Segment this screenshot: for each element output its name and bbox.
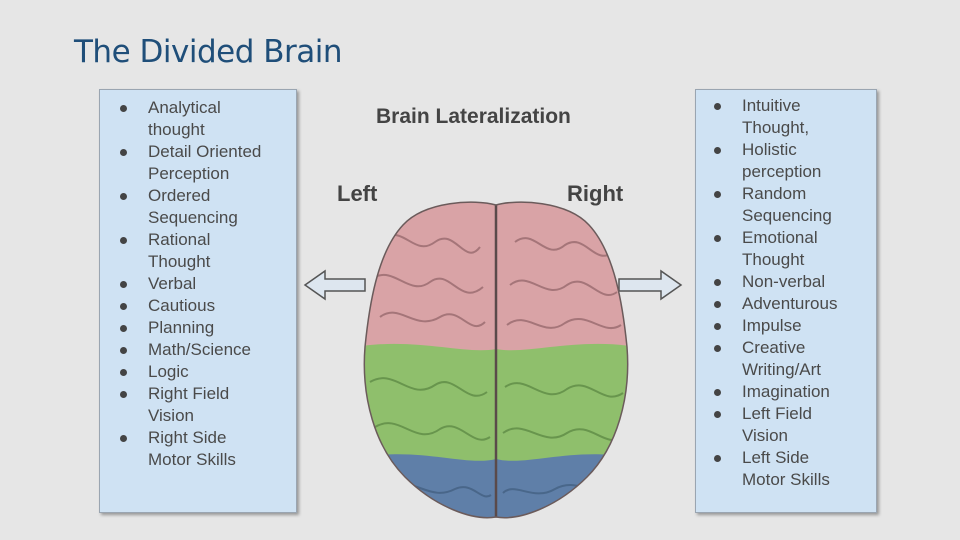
- bullet-icon: [120, 325, 127, 332]
- bullet-icon: [120, 281, 127, 288]
- list-item-text: Cautious: [148, 296, 216, 315]
- list-item-text: Thought: [742, 250, 805, 269]
- list-item-text: Analytical: [148, 98, 221, 117]
- list-item-text: thought: [148, 120, 205, 139]
- list-item-text: Right Side: [148, 428, 227, 447]
- list-item-text: Imagination: [742, 382, 830, 401]
- bullet-icon: [120, 391, 127, 398]
- list-item-text: Thought,: [742, 118, 810, 137]
- list-item-text: Impulse: [742, 316, 802, 335]
- left-arrow-icon: [303, 269, 366, 301]
- list-item-text: Vision: [148, 406, 194, 425]
- list-item: Math/Science: [120, 339, 296, 361]
- list-item-text: Math/Science: [148, 340, 251, 359]
- bullet-icon: [714, 301, 721, 308]
- list-item-text: Sequencing: [742, 206, 832, 225]
- diagram-title: Brain Lateralization: [376, 105, 571, 128]
- bullet-icon: [120, 105, 127, 112]
- list-item-text: Non-verbal: [742, 272, 826, 291]
- list-item: Non-verbal: [714, 271, 876, 293]
- list-item: Planning: [120, 317, 296, 339]
- list-item-text: Holistic: [742, 140, 797, 159]
- bullet-icon: [714, 103, 721, 110]
- bullet-icon: [714, 389, 721, 396]
- list-item: Logic: [120, 361, 296, 383]
- list-item-text: Rational: [148, 230, 211, 249]
- list-item: Cautious: [120, 295, 296, 317]
- bullet-icon: [714, 411, 721, 418]
- list-item-text: Perception: [148, 164, 230, 183]
- bullet-icon: [714, 323, 721, 330]
- bullet-icon: [120, 237, 127, 244]
- list-item-text: Adventurous: [742, 294, 838, 313]
- list-item: Adventurous: [714, 293, 876, 315]
- list-item-text: Thought: [148, 252, 211, 271]
- bullet-icon: [120, 435, 127, 442]
- bullet-icon: [714, 147, 721, 154]
- bullet-icon: [714, 279, 721, 286]
- list-item-text: Sequencing: [148, 208, 238, 227]
- list-item-text: Left Side: [742, 448, 810, 467]
- list-item-text: Detail Oriented: [148, 142, 262, 161]
- list-item: Impulse: [714, 315, 876, 337]
- left-hemisphere-label: Left: [337, 181, 378, 206]
- right-arrow-icon: [618, 269, 683, 301]
- bullet-icon: [120, 193, 127, 200]
- bullet-icon: [714, 455, 721, 462]
- list-item-text: Random: [742, 184, 807, 203]
- list-item-text: Ordered: [148, 186, 211, 205]
- slide-title: The Divided Brain: [74, 34, 343, 70]
- list-item-text: Writing/Art: [742, 360, 822, 379]
- list-item-text: Emotional: [742, 228, 818, 247]
- bullet-icon: [714, 191, 721, 198]
- list-item: Verbal: [120, 273, 296, 295]
- list-item: Holistic perception: [714, 139, 876, 183]
- bullet-icon: [714, 235, 721, 242]
- list-item-text: Motor Skills: [148, 450, 236, 469]
- list-item-text: Verbal: [148, 274, 197, 293]
- bullet-icon: [120, 303, 127, 310]
- list-item: Analytical thought: [120, 97, 296, 141]
- bullet-icon: [714, 345, 721, 352]
- list-item-text: Motor Skills: [742, 470, 830, 489]
- bullet-icon: [120, 347, 127, 354]
- list-item-text: perception: [742, 162, 822, 181]
- brain-illustration: [363, 201, 629, 519]
- list-item-text: Vision: [742, 426, 788, 445]
- bullet-icon: [120, 149, 127, 156]
- list-item-text: Logic: [148, 362, 189, 381]
- bullet-icon: [120, 369, 127, 376]
- right-hemisphere-label: Right: [567, 181, 624, 206]
- list-item-text: Creative: [742, 338, 806, 357]
- list-item-text: Left Field: [742, 404, 812, 423]
- list-item: Imagination: [714, 381, 876, 403]
- list-item-text: Intuitive: [742, 96, 801, 115]
- list-item-text: Planning: [148, 318, 215, 337]
- list-item-text: Right Field: [148, 384, 230, 403]
